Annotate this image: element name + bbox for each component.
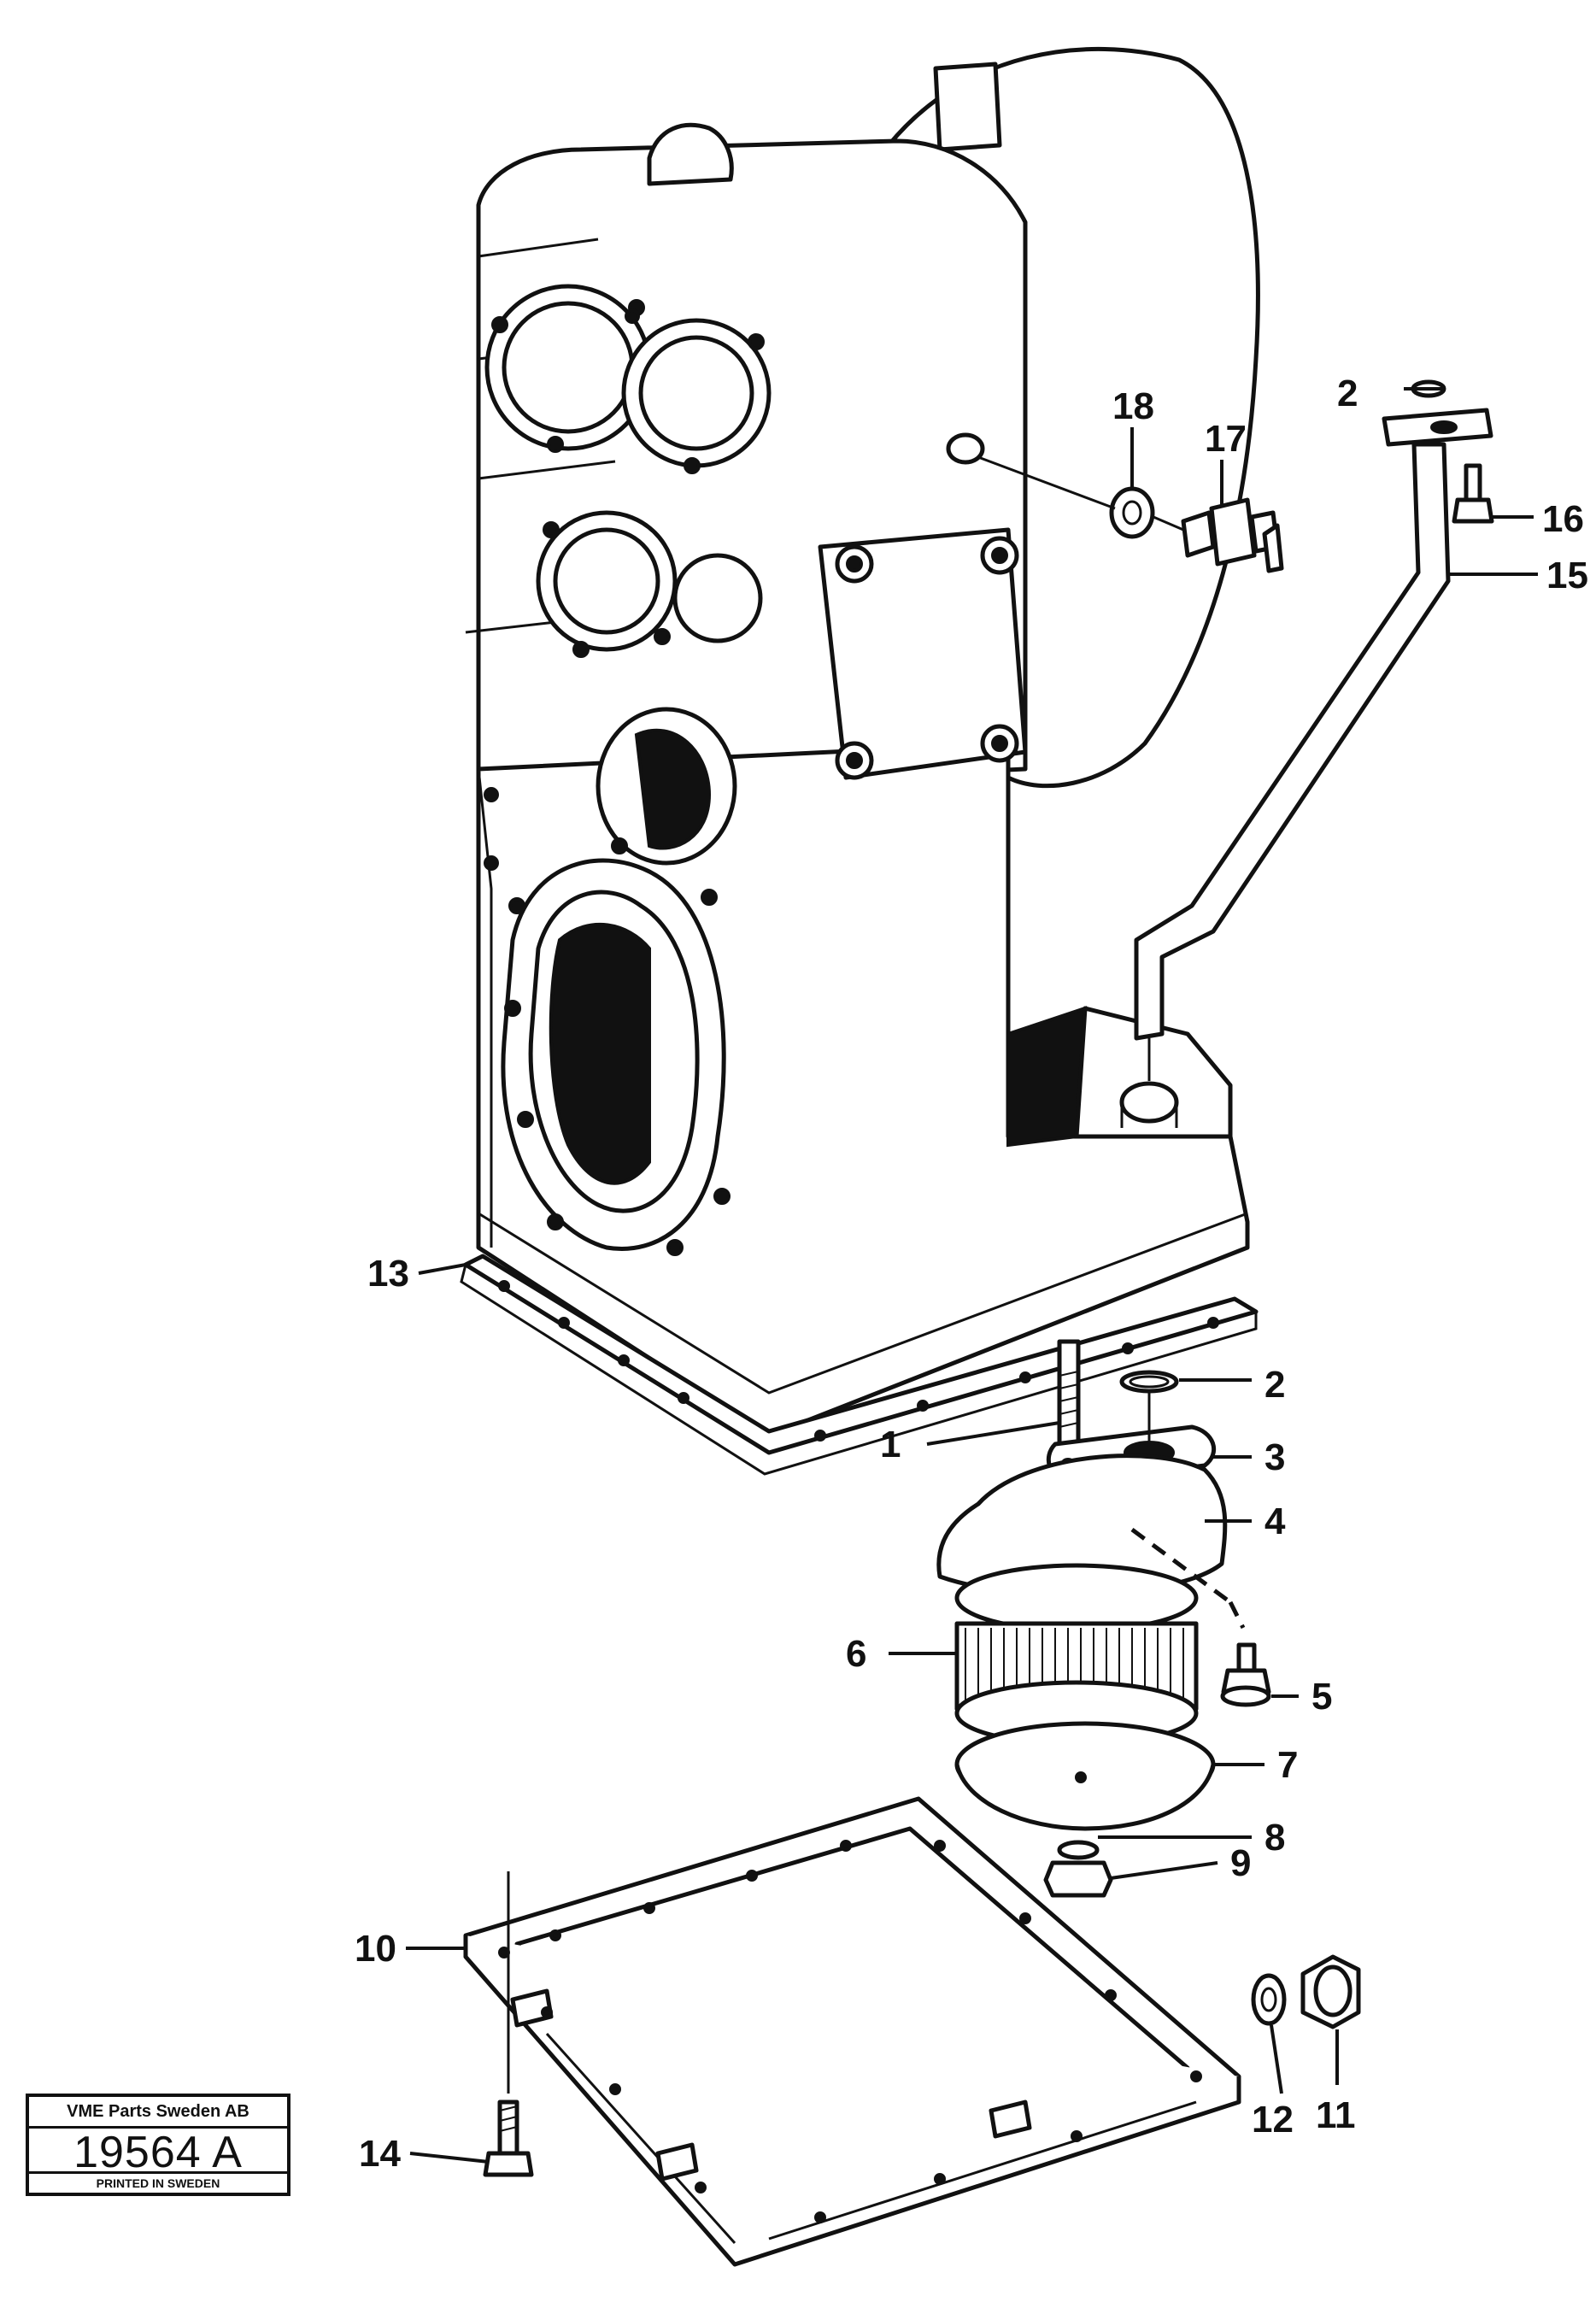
callout-8: 8	[1264, 1817, 1285, 1859]
callout-7: 7	[1277, 1744, 1298, 1786]
oil-pan-10	[463, 1796, 1241, 2267]
callout-2-upper: 2	[1337, 373, 1358, 414]
callout-12: 12	[1252, 2099, 1294, 2141]
badge-drawing-number: 19564 A	[73, 2128, 243, 2177]
callout-9: 9	[1230, 1842, 1251, 1884]
callout-labels: 1 2 2 3 4 5 6 7 8 9 10 11 12 13 14 15 16…	[355, 373, 1588, 2175]
callout-16: 16	[1542, 498, 1584, 540]
leader-lines	[406, 387, 1538, 2164]
gasket-13	[460, 1254, 1259, 1476]
bolt-14	[483, 2100, 534, 2177]
callout-13: 13	[367, 1253, 409, 1295]
return-pipe-15	[1134, 408, 1493, 1041]
callout-17: 17	[1205, 418, 1247, 460]
callout-4: 4	[1264, 1500, 1286, 1542]
badge-company: VME Parts Sweden AB	[29, 2097, 287, 2129]
publisher-badge: VME Parts Sweden AB 19564 A PRINTED IN S…	[26, 2094, 290, 2196]
sealing-washer-18	[1109, 486, 1155, 539]
o-ring-2-lower	[1119, 1370, 1179, 1394]
badge-footer: PRINTED IN SWEDEN	[29, 2171, 287, 2193]
nut-9	[1043, 1860, 1113, 1898]
callout-3: 3	[1264, 1436, 1285, 1478]
washer-8	[1057, 1840, 1100, 1860]
bolt-5	[1220, 1642, 1271, 1707]
bolt-16	[1452, 463, 1494, 524]
filter-element-6	[954, 1563, 1199, 1747]
callout-15: 15	[1546, 555, 1588, 596]
suction-pipe-1	[1057, 1339, 1081, 1447]
transmission-housing	[465, 47, 1260, 1438]
washer-12	[1251, 1973, 1287, 2026]
filter-housing-4	[936, 1454, 1246, 1630]
callout-14: 14	[359, 2133, 401, 2175]
callout-2-lower: 2	[1264, 1364, 1285, 1406]
drain-plug-11	[1300, 1954, 1361, 2029]
callout-11: 11	[1316, 2094, 1356, 2136]
callout-10: 10	[355, 1928, 396, 1970]
bottom-plate-7	[954, 1721, 1216, 1831]
callout-6: 6	[846, 1633, 866, 1675]
callout-1: 1	[880, 1424, 901, 1465]
callout-18: 18	[1112, 385, 1154, 427]
temperature-sensor-17	[1181, 497, 1284, 573]
callout-5: 5	[1311, 1676, 1332, 1718]
